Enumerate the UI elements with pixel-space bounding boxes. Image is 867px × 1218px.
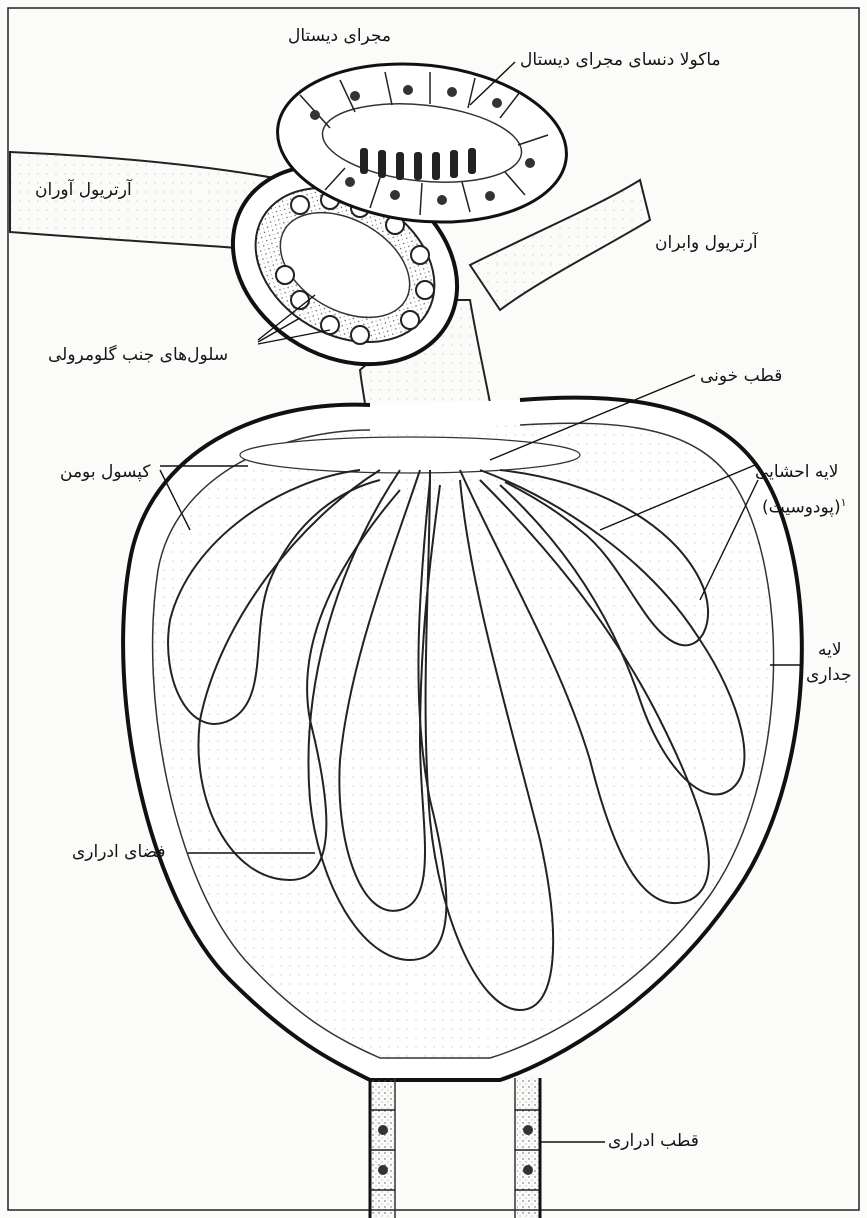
label-parietal-line1: لایه [818,640,842,661]
label-visceral-layer: لایه احشایی [755,462,838,483]
label-podocyte-text: (پودوسیت) [762,498,841,518]
label-urinary-pole: قطب ادراری [608,1131,699,1152]
label-parietal-line2: جداری [806,665,852,686]
label-vascular-pole: قطب خونی [700,366,782,387]
label-visceral-podocyte: ۱(پودوسیت) [762,496,847,519]
label-distal-tubule: مجرای دیستال [288,26,391,47]
label-juxtaglomerular-cells: سلول‌های جنب گلومرولی [48,345,228,366]
label-urinary-space: فضای ادراری [72,842,166,863]
urinary-pole-tubule [370,1078,540,1218]
label-podocyte-superscript: ۱ [841,496,847,509]
label-afferent-arteriole: آرتریول آوران [35,180,132,201]
label-macula-densa: ماکولا دنسای مجرای دیستال [520,50,721,71]
label-efferent-arteriole: آرتریول وابران [655,233,758,254]
label-bowman-capsule: کپسول بومن [60,462,151,483]
